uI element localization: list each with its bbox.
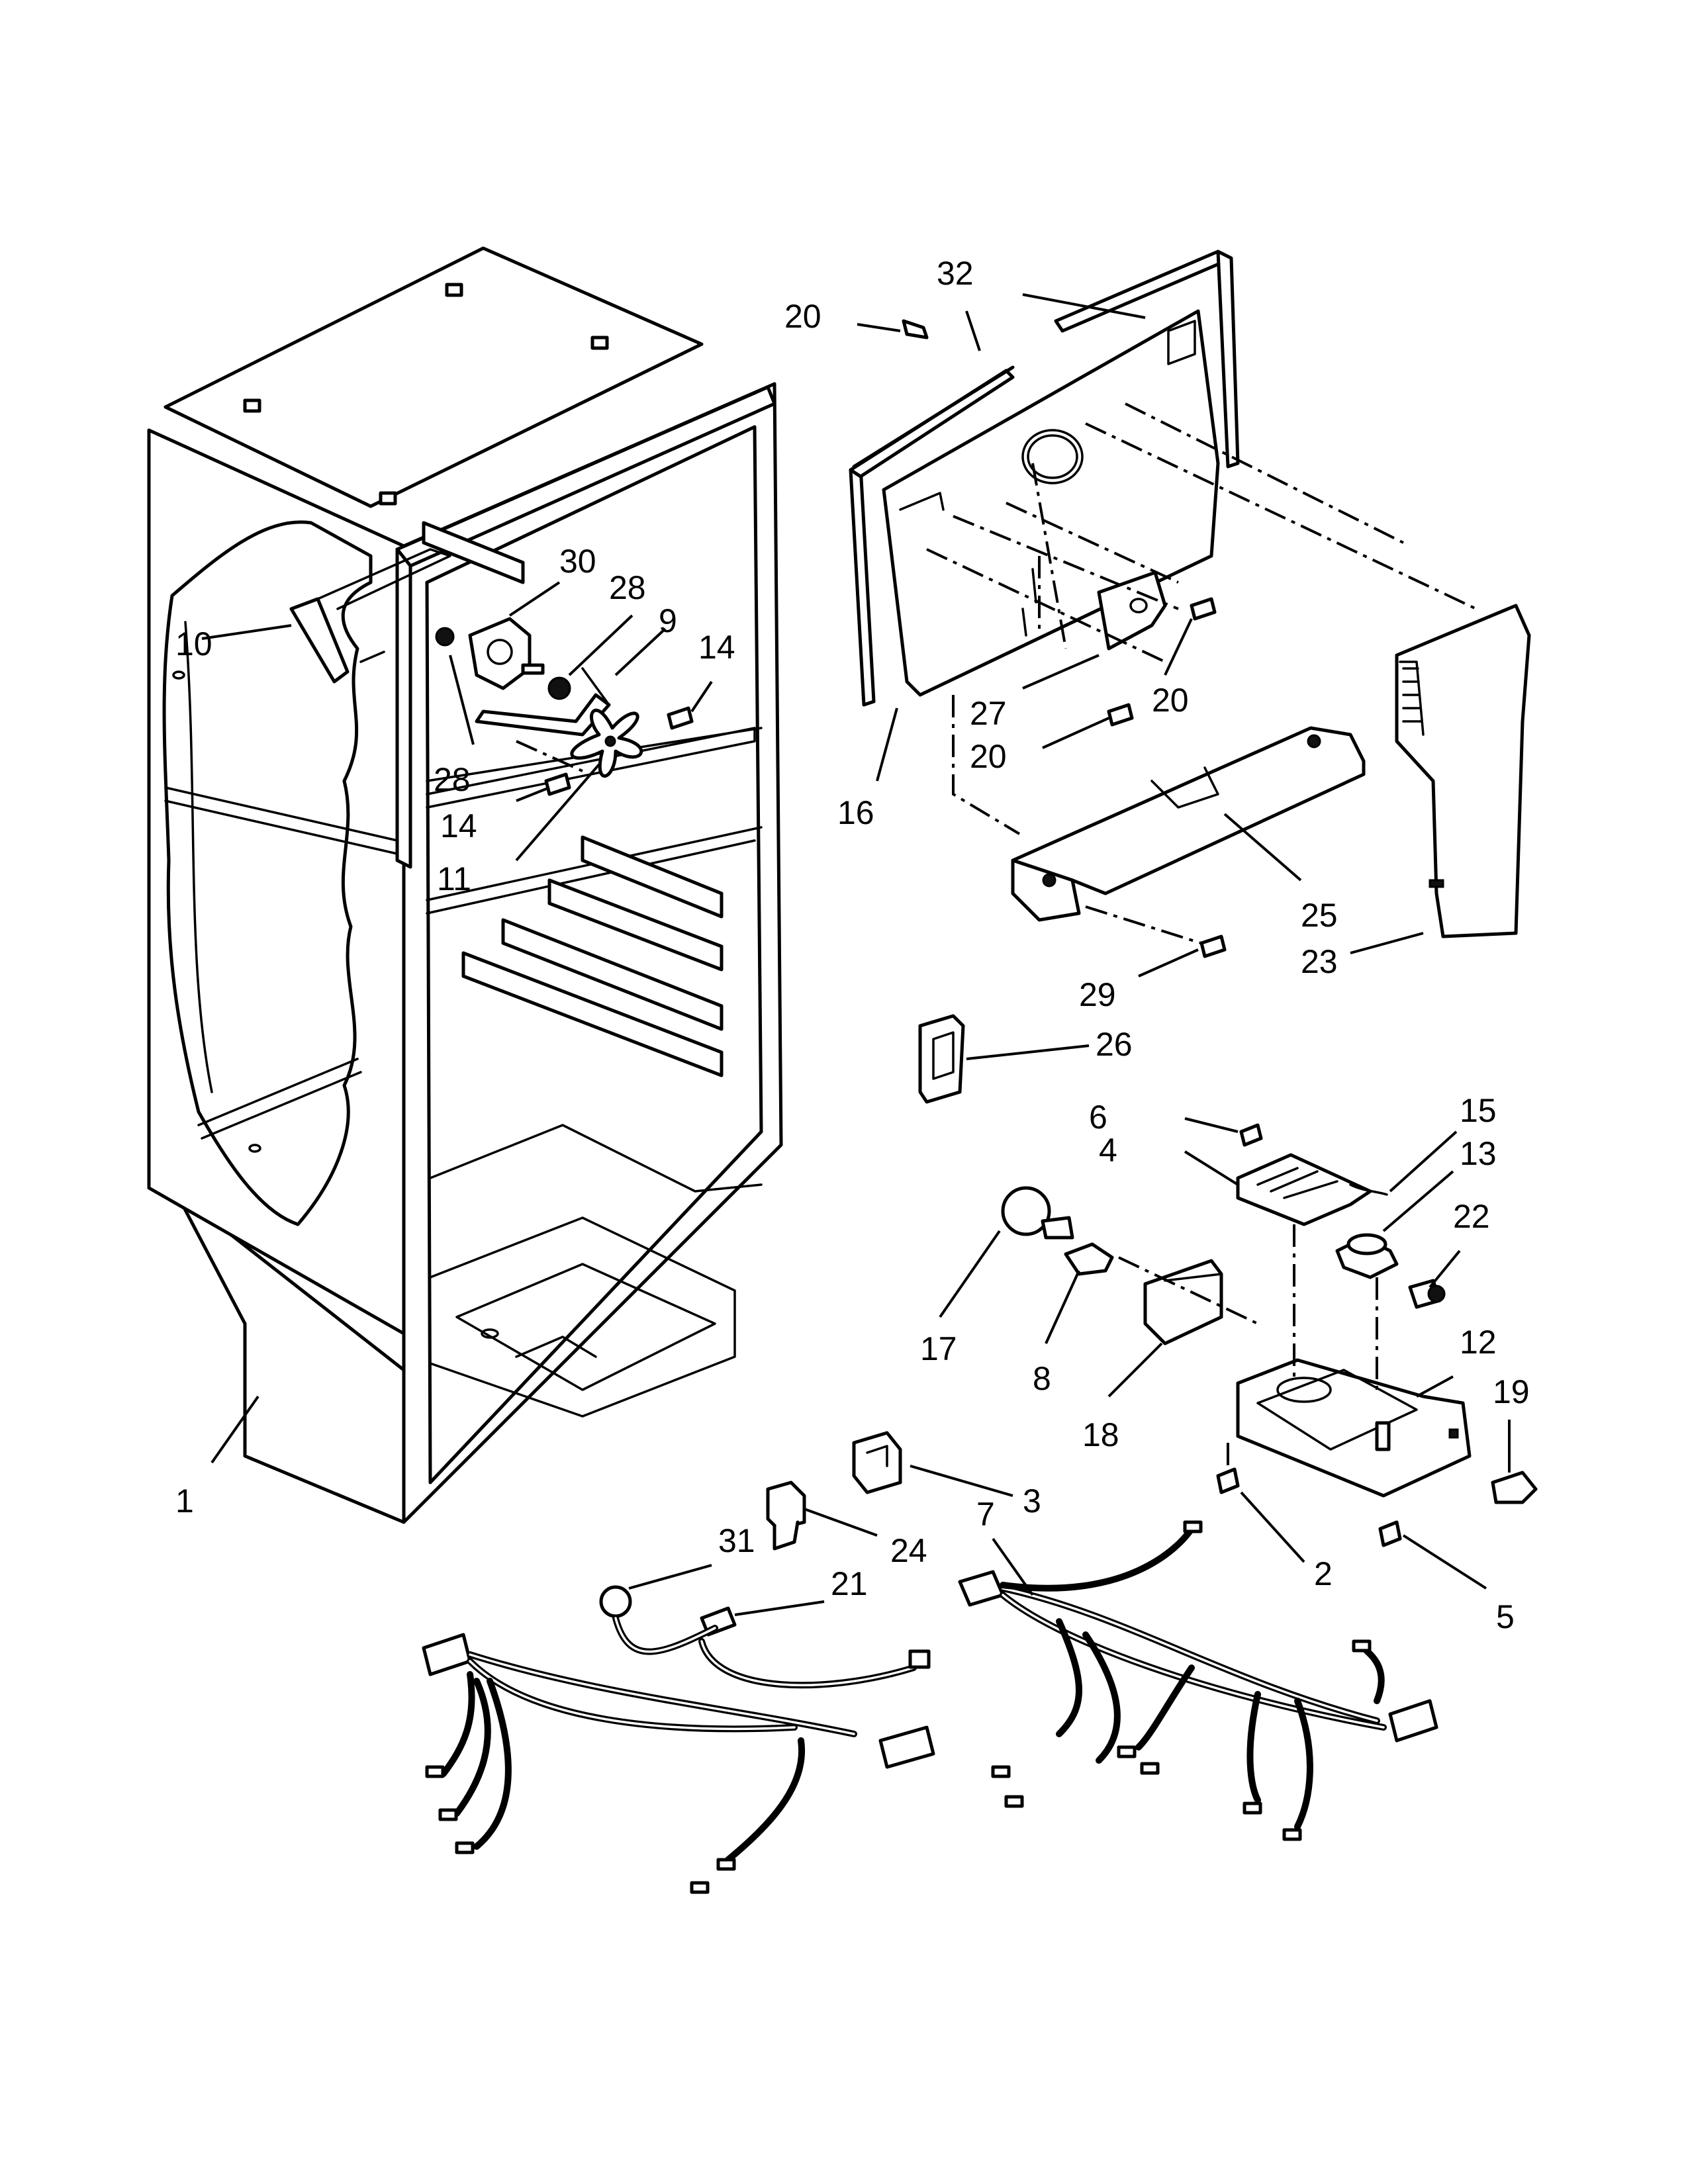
callout-9: 9	[659, 602, 677, 639]
callout-11: 11	[437, 860, 471, 897]
wire-harness-left	[422, 1585, 935, 1894]
callout-21: 21	[831, 1565, 868, 1602]
callout-16: 16	[837, 794, 874, 831]
part-26	[918, 1014, 965, 1104]
callout-24: 24	[890, 1532, 927, 1569]
fan-motor-assembly	[435, 617, 694, 796]
callout-27: 27	[970, 695, 1007, 732]
callout-15: 15	[1460, 1092, 1497, 1129]
callout-32: 32	[937, 255, 974, 292]
callout-20c: 20	[970, 738, 1007, 775]
callout-6: 6	[1089, 1099, 1107, 1136]
wire-harness-right	[958, 1520, 1438, 1841]
callout-30: 30	[559, 543, 596, 580]
callout-3: 3	[1023, 1482, 1041, 1520]
callout-5: 5	[1496, 1598, 1515, 1635]
callout-20b: 20	[1152, 682, 1189, 719]
part-3	[852, 1431, 902, 1494]
callout-14a: 14	[698, 629, 735, 666]
callout-13: 13	[1460, 1135, 1497, 1172]
callout-28b: 28	[434, 761, 471, 798]
callout-labels: 1 2 3 4 5 6 7 8 9 10 11 12 13 14 14 15 1…	[175, 255, 1530, 1635]
callout-18: 18	[1082, 1416, 1119, 1453]
part-24	[766, 1480, 806, 1551]
callout-25: 25	[1301, 897, 1338, 934]
callout-22: 22	[1453, 1198, 1490, 1235]
callout-20a: 20	[784, 298, 821, 335]
callout-31: 31	[718, 1522, 755, 1559]
control-assembly	[1001, 1123, 1538, 1547]
callout-12: 12	[1460, 1324, 1497, 1361]
bracket-part	[289, 521, 525, 684]
callout-10: 10	[175, 625, 212, 662]
callout-1: 1	[175, 1482, 194, 1520]
cabinet-liner	[147, 246, 783, 1524]
callout-8: 8	[1033, 1360, 1051, 1397]
cover-part	[1395, 604, 1531, 938]
callout-7: 7	[976, 1496, 995, 1533]
callout-4: 4	[1099, 1132, 1117, 1169]
callout-17: 17	[920, 1330, 957, 1367]
leader-lines	[201, 293, 1511, 1616]
callout-26: 26	[1096, 1026, 1133, 1063]
callout-28a: 28	[609, 569, 646, 606]
callout-2: 2	[1314, 1555, 1333, 1592]
callout-19: 19	[1493, 1373, 1530, 1410]
air-duct-part	[952, 695, 1366, 958]
callout-23: 23	[1301, 943, 1338, 980]
callout-14b: 14	[440, 807, 477, 844]
rear-panel	[849, 250, 1477, 727]
callout-29: 29	[1079, 976, 1116, 1013]
